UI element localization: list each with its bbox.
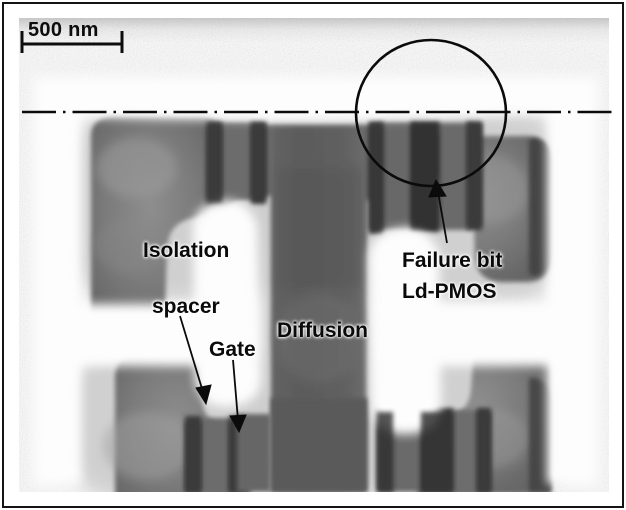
label-ld-pmos: Ld-PMOS — [402, 280, 497, 303]
scale-bar-label: 500 nm — [28, 19, 99, 41]
label-failure-bit: Failure bit — [402, 249, 503, 272]
sem-image-canvas — [19, 18, 609, 492]
sem-micrograph-image — [19, 18, 609, 492]
label-gate: Gate — [209, 338, 256, 361]
label-diffusion: Diffusion — [277, 319, 368, 342]
label-spacer: spacer — [152, 295, 220, 318]
label-isolation: Isolation — [143, 239, 230, 262]
